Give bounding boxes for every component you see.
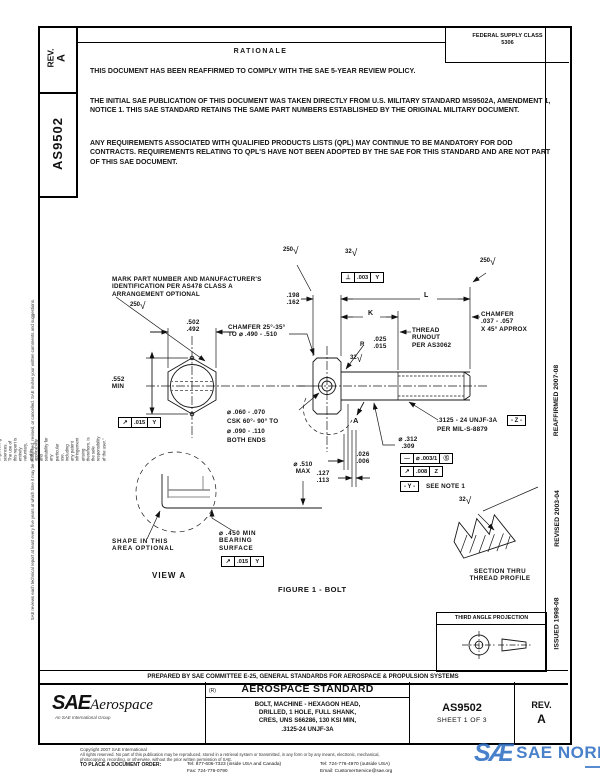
rev-cell-value: A (537, 711, 546, 726)
title-block: SAEAerospace An SAE International Group … (38, 682, 568, 743)
tel-inside: Tel: 877-606-7323 (inside USA and Canada… (187, 762, 282, 767)
prepared-by-text: PREPARED BY SAE COMMITTEE E-25, GENERAL … (147, 674, 459, 680)
dim-head-height: .198 .162 (286, 292, 300, 307)
reaffirmed-date: REAFFIRMED 2007-08 (553, 364, 561, 436)
doc-number-box: AS9502 (38, 92, 78, 198)
runout-symbol-icon: ↗ (118, 417, 132, 428)
watermark-rule (585, 766, 600, 768)
rev-box: REV. A (38, 26, 78, 94)
radius-value: .025 .015 (373, 336, 387, 350)
see-note-1: SEE NOTE 1 (426, 483, 466, 490)
surface-finish-32-shank: 32√ (345, 248, 358, 259)
sae-logo-tagline: An SAE International Group (55, 715, 111, 720)
logo-cell: SAEAerospace An SAE International Group (38, 682, 206, 743)
chamfer-end-note: CHAMFER .037 - .057 X 45° APPROX (481, 311, 527, 333)
finish-check-icon: √ (351, 248, 358, 259)
copyright-line: Copyright 2007 SAE International (80, 747, 147, 752)
dim-shank-dia: ⌀ .312 .309 (398, 436, 418, 451)
review-note-text: SAE reviews each technical report at lea… (29, 299, 35, 621)
thread-runout-note: THREAD RUNOUT PER AS3062 (412, 327, 452, 349)
sae-norm-watermark: SÆ SAE NORM (474, 741, 600, 766)
bearing-surface-note: ⌀ .450 MIN BEARING SURFACE (219, 530, 257, 552)
fax-number: Fax: 724-776-0790 (187, 769, 228, 774)
sheet-border (38, 26, 572, 745)
view-arrow-label: A (353, 416, 359, 425)
runout-symbol-icon: ↗ (400, 466, 414, 477)
left-margin-disclaimer-2: SAE reviews each technical report at lea… (27, 240, 38, 680)
revised-date: REVISED 2003-04 (553, 490, 561, 547)
thread-spec: PER MIL-S-8879 (437, 426, 488, 433)
dim-bearing-dia: ⌀ .510 MAX (293, 461, 313, 476)
tel-outside: Tel: 724-776-4970 (outside USA) (320, 762, 390, 767)
perpendicularity-symbol-icon: ⊥ (341, 272, 355, 283)
surface-finish-250-head: 250√ (283, 246, 299, 257)
finish-check-icon: √ (490, 257, 496, 268)
doc-number-cell: AS9502 SHEET 1 OF 3 (410, 682, 515, 743)
fsc-label: FEDERAL SUPPLY CLASS (472, 33, 543, 39)
projection-box: THIRD ANGLE PROJECTION (436, 612, 547, 672)
email-address: Email: CustomerService@sae.org (320, 769, 393, 774)
rights-text: All rights reserved. No part of this pub… (80, 752, 380, 762)
thread-callout: .3125 - 24 UNJF-3A (437, 417, 498, 424)
para-origin: THE INITIAL SAE PUBLICATION OF THIS DOCU… (90, 98, 551, 115)
part-title: BOLT, MACHINE - HEXAGON HEAD, DRILLED, 1… (254, 701, 361, 733)
radius-prefix: R (360, 341, 365, 348)
dim-across-corners: .552 MIN (111, 376, 125, 391)
doc-number-vertical: AS9502 (49, 116, 65, 170)
surface-finish-32-fillet: 32√ (350, 354, 363, 365)
rev-cell-label: REV. (531, 699, 552, 710)
doc-type: AEROSPACE STANDARD (206, 682, 409, 698)
fsc-value: 5306 (501, 40, 514, 46)
surface-finish-250-thread: 250√ (480, 257, 496, 268)
runout-symbol-icon: ↗ (221, 556, 235, 567)
datum-z: - Z - (507, 415, 526, 426)
title-cell: (R) AEROSPACE STANDARD BOLT, MACHINE - H… (206, 682, 410, 743)
sheet-number: SHEET 1 OF 3 (436, 716, 487, 724)
chamfer-head-note: CHAMFER 25°-35° TO ⌀ .490 - .510 (228, 324, 286, 339)
straightness-symbol-icon: — (400, 453, 414, 464)
doc-number: AS9502 (442, 701, 482, 714)
dim-across-flats: .502 .492 (176, 319, 210, 334)
figure-caption: FIGURE 1 - BOLT (278, 585, 347, 594)
fsc-box: FEDERAL SUPPLY CLASS 5306 (445, 26, 569, 63)
datum-y: - Y - (400, 481, 420, 492)
dim-fillet: .026 .006 (356, 451, 370, 466)
registered-mark: (R) (209, 688, 216, 694)
dim-length-L: L (424, 292, 429, 299)
reaffirm-note: THIS DOCUMENT HAS BEEN REAFFIRMED TO COM… (90, 68, 416, 75)
issued-date: ISSUED 1998-08 (553, 596, 561, 650)
mark-part-note: MARK PART NUMBER AND MANUFACTURER'S IDEN… (112, 276, 262, 298)
view-a-label: VIEW A (152, 571, 187, 580)
watermark-logo-icon: SÆ (474, 739, 514, 767)
rev-cell: REV. A (515, 682, 568, 743)
shape-optional-note: SHAPE IN THIS AREA OPTIONAL (112, 538, 175, 553)
prepared-by-band: PREPARED BY SAE COMMITTEE E-25, GENERAL … (38, 670, 568, 685)
finish-check-icon: √ (356, 354, 363, 365)
sae-logo: SAEAerospace (52, 692, 153, 714)
rev-value: A (56, 54, 68, 62)
surface-finish-250-hex: 250√ (130, 301, 146, 312)
rationale-title: RATIONALE (233, 48, 288, 55)
surface-finish-32-section: 32√ (459, 496, 472, 507)
watermark-text: SAE NORM (516, 743, 600, 762)
dim-grip-K: K (368, 310, 374, 317)
web-address-line: SAE WEB ADDRESS: http://www.sae.org (432, 769, 528, 776)
finish-check-icon: √ (140, 301, 146, 312)
projection-label: THIRD ANGLE PROJECTION (437, 613, 546, 625)
finish-check-icon: √ (465, 496, 472, 507)
para-qpl: ANY REQUIREMENTS ASSOCIATED WITH QUALIFI… (90, 140, 551, 166)
finish-check-icon: √ (293, 246, 299, 257)
date-strip-border (545, 26, 547, 670)
header-divider (76, 42, 445, 44)
section-label: SECTION THRU THREAD PROFILE (469, 568, 531, 583)
rev-label: REV. (46, 48, 56, 68)
dim-hole-loc: .127 .113 (316, 470, 330, 485)
csk-note: ⌀ .060 - .070 CSK 60°- 90° TO ⌀ .090 - .… (227, 409, 279, 445)
order-label: TO PLACE A DOCUMENT ORDER: (80, 762, 162, 768)
